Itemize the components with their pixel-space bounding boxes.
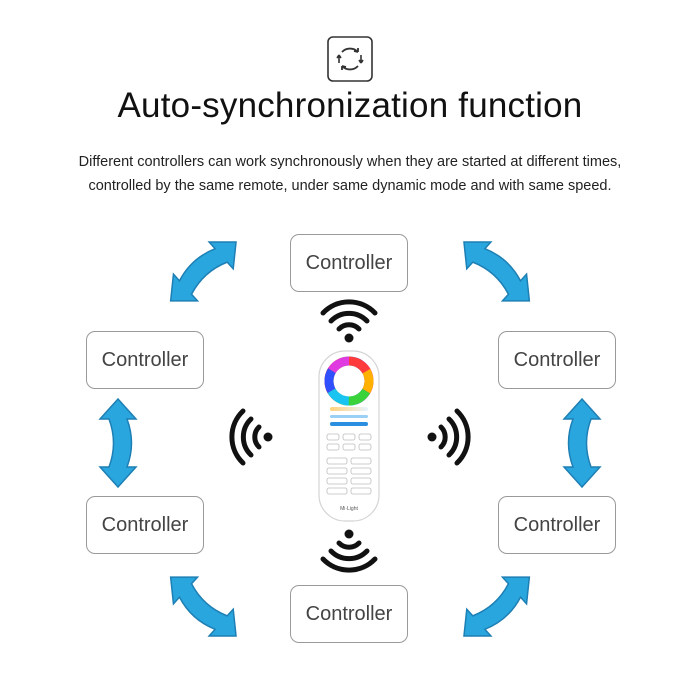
rf-remote-icon: Mi·Light	[318, 350, 380, 522]
controller-box-bottom-left: Controller	[86, 496, 204, 554]
double-arrow-icon	[169, 576, 237, 637]
wifi-signal-icon	[320, 299, 378, 343]
double-arrow-icon	[463, 241, 531, 302]
subtitle-line-2: controlled by the same remote, under sam…	[88, 178, 612, 194]
wifi-signal-icon	[229, 408, 273, 466]
subtitle-line-1: Different controllers can work synchrono…	[78, 154, 622, 170]
remote-brand-label: Mi·Light	[340, 506, 358, 512]
double-arrow-icon	[463, 576, 531, 637]
wifi-signal-icon	[320, 529, 378, 573]
controller-box-middle-right: Controller	[498, 331, 616, 389]
controller-box-top: Controller	[290, 234, 408, 292]
controller-box-bottom: Controller	[290, 585, 408, 643]
controller-box-middle-left: Controller	[86, 331, 204, 389]
controller-box-bottom-right: Controller	[498, 496, 616, 554]
sync-icon	[327, 36, 373, 82]
double-arrow-icon	[169, 241, 237, 302]
double-arrow-icon	[562, 397, 602, 489]
wifi-signal-icon	[427, 408, 471, 466]
double-arrow-icon	[98, 397, 138, 489]
page-title: Auto-synchronization function	[117, 86, 583, 125]
page-subtitle: Different controllers can work synchrono…	[0, 150, 700, 198]
